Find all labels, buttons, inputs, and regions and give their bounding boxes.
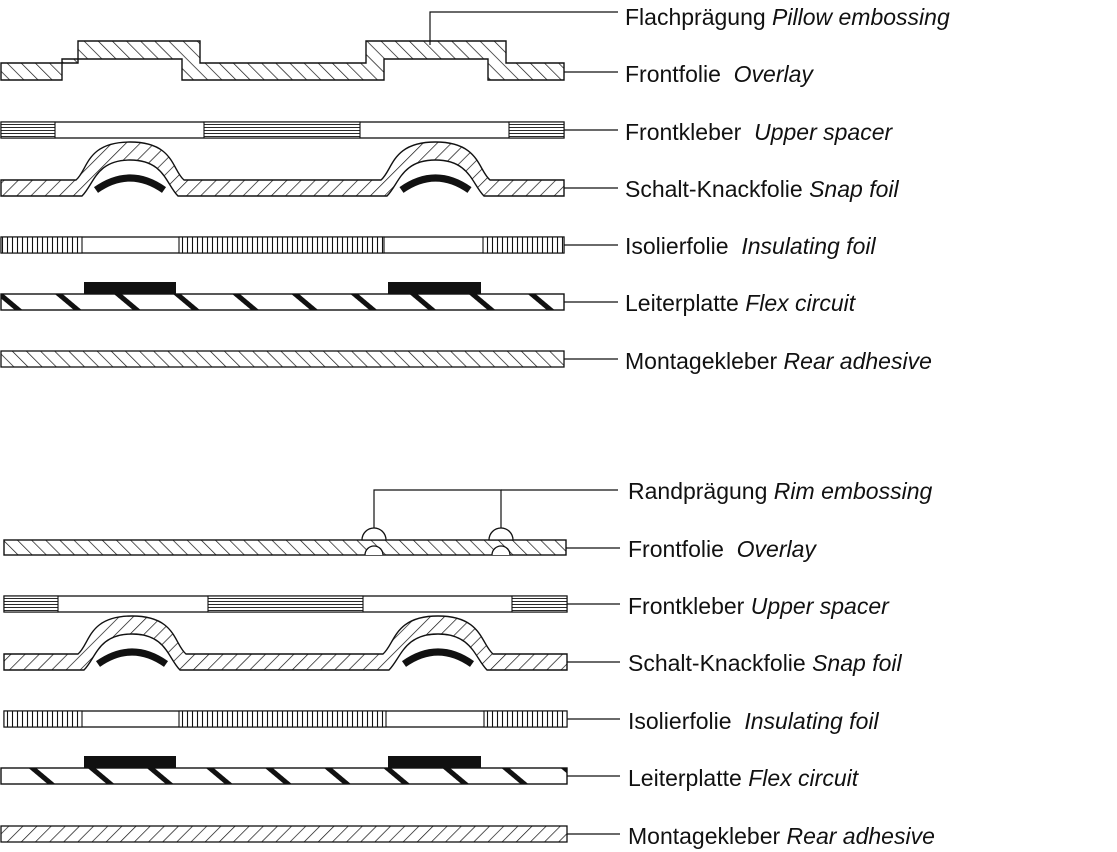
label-rear-adhesive: Montagekleber Rear adhesive [625, 348, 932, 374]
label-pillow-embossing: Flachprägung Pillow embossing [625, 4, 950, 30]
upper-spacer-segment [511, 595, 568, 613]
label-overlay: Frontfolie Overlay [628, 536, 816, 562]
snap-foil-layer [0, 141, 565, 197]
rear-adhesive-layer [0, 825, 568, 843]
upper-spacer-segment [0, 121, 56, 139]
flex-circuit-layer [0, 767, 568, 785]
label-rim-embossing: Randprägung Rim embossing [628, 478, 933, 504]
snap-dome-contact [95, 648, 169, 667]
snap-foil-layer [3, 615, 568, 671]
flex-circuit-layer [0, 293, 565, 311]
label-rear-adhesive: Montagekleber Rear adhesive [628, 823, 935, 849]
upper-spacer-segment [508, 121, 565, 139]
insulating-foil-segment [0, 236, 83, 254]
leader-rim-embossing [373, 489, 502, 528]
upper-spacer-segment [3, 595, 59, 613]
circuit-contact-pad [84, 756, 176, 768]
rim-emboss-bump [488, 527, 514, 541]
label-overlay: Frontfolie Overlay [625, 61, 813, 87]
overlay-layer [3, 539, 567, 556]
insulating-foil-segment [483, 710, 568, 728]
upper-spacer-segment [207, 595, 364, 613]
insulating-foil-segment [3, 710, 83, 728]
label-snap-foil: Schalt-Knackfolie Snap foil [625, 176, 899, 202]
insulating-foil-segment [178, 236, 385, 254]
label-upper-spacer: Frontkleber Upper spacer [625, 119, 893, 145]
circuit-contact-pad [84, 282, 176, 294]
label-flex-circuit: Leiterplatte Flex circuit [628, 765, 859, 791]
snap-dome-contact [399, 174, 472, 193]
circuit-contact-pad [388, 756, 481, 768]
circuit-contact-pad [388, 282, 481, 294]
snap-dome-contact [93, 174, 167, 193]
diagram-rim-embossing [0, 489, 620, 843]
label-insulating-foil: Isolierfolie Insulating foil [625, 233, 876, 259]
rim-emboss-bump [361, 527, 387, 541]
overlay-layer [0, 40, 565, 81]
rim-emboss-notch [364, 545, 384, 556]
leader-pillow-embossing [429, 11, 618, 45]
label-upper-spacer: Frontkleber Upper spacer [628, 593, 889, 619]
insulating-foil-segment [178, 710, 387, 728]
snap-dome-contact [401, 648, 475, 667]
diagram-pillow-embossing [0, 11, 618, 368]
label-insulating-foil: Isolierfolie Insulating foil [628, 708, 879, 734]
label-flex-circuit: Leiterplatte Flex circuit [625, 290, 856, 316]
insulating-foil-segment [482, 236, 565, 254]
rear-adhesive-layer [0, 350, 565, 368]
rim-emboss-notch [491, 545, 511, 556]
label-snap-foil: Schalt-Knackfolie Snap foil [628, 650, 902, 676]
upper-spacer-segment [203, 121, 361, 139]
